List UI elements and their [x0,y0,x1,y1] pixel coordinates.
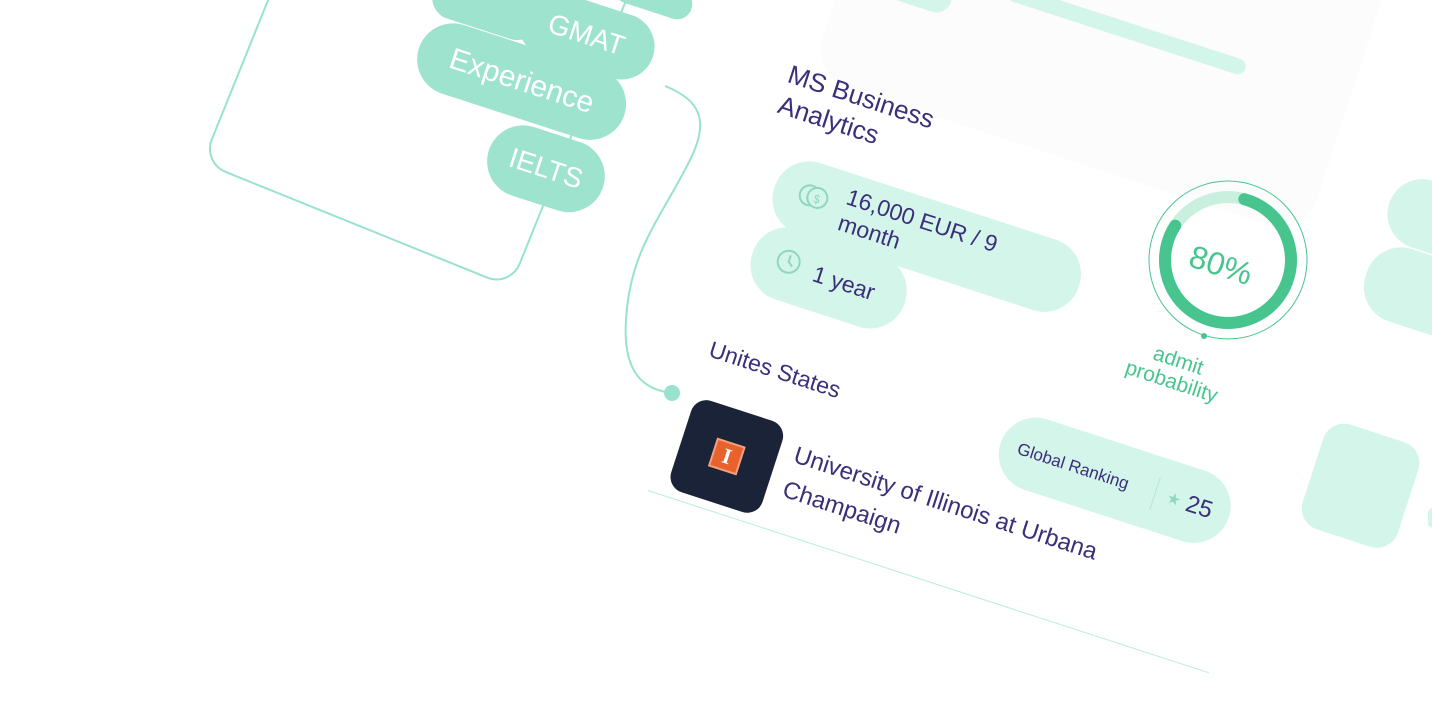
star-icon: ★ [1164,489,1184,511]
connector-node [664,385,680,401]
ranking-value: 25 [1182,490,1217,525]
clock-icon [770,245,805,283]
next-card-shape [1428,508,1432,528]
duration-text: 1 year [809,260,879,305]
ranking-label: Global Ranking [1014,439,1132,494]
gauge-pointer [1201,333,1207,339]
ranking-divider [1149,477,1161,510]
tuition-tag: $ 16,000 EUR / 9 month [763,152,1091,322]
duration-tag: 1 year [741,218,917,338]
admit-gauge [1148,180,1308,340]
coins-icon: $ [792,179,834,220]
university-logo-mark: I [707,437,746,476]
gauge-fill [1159,191,1297,329]
svg-text:$: $ [811,191,823,207]
